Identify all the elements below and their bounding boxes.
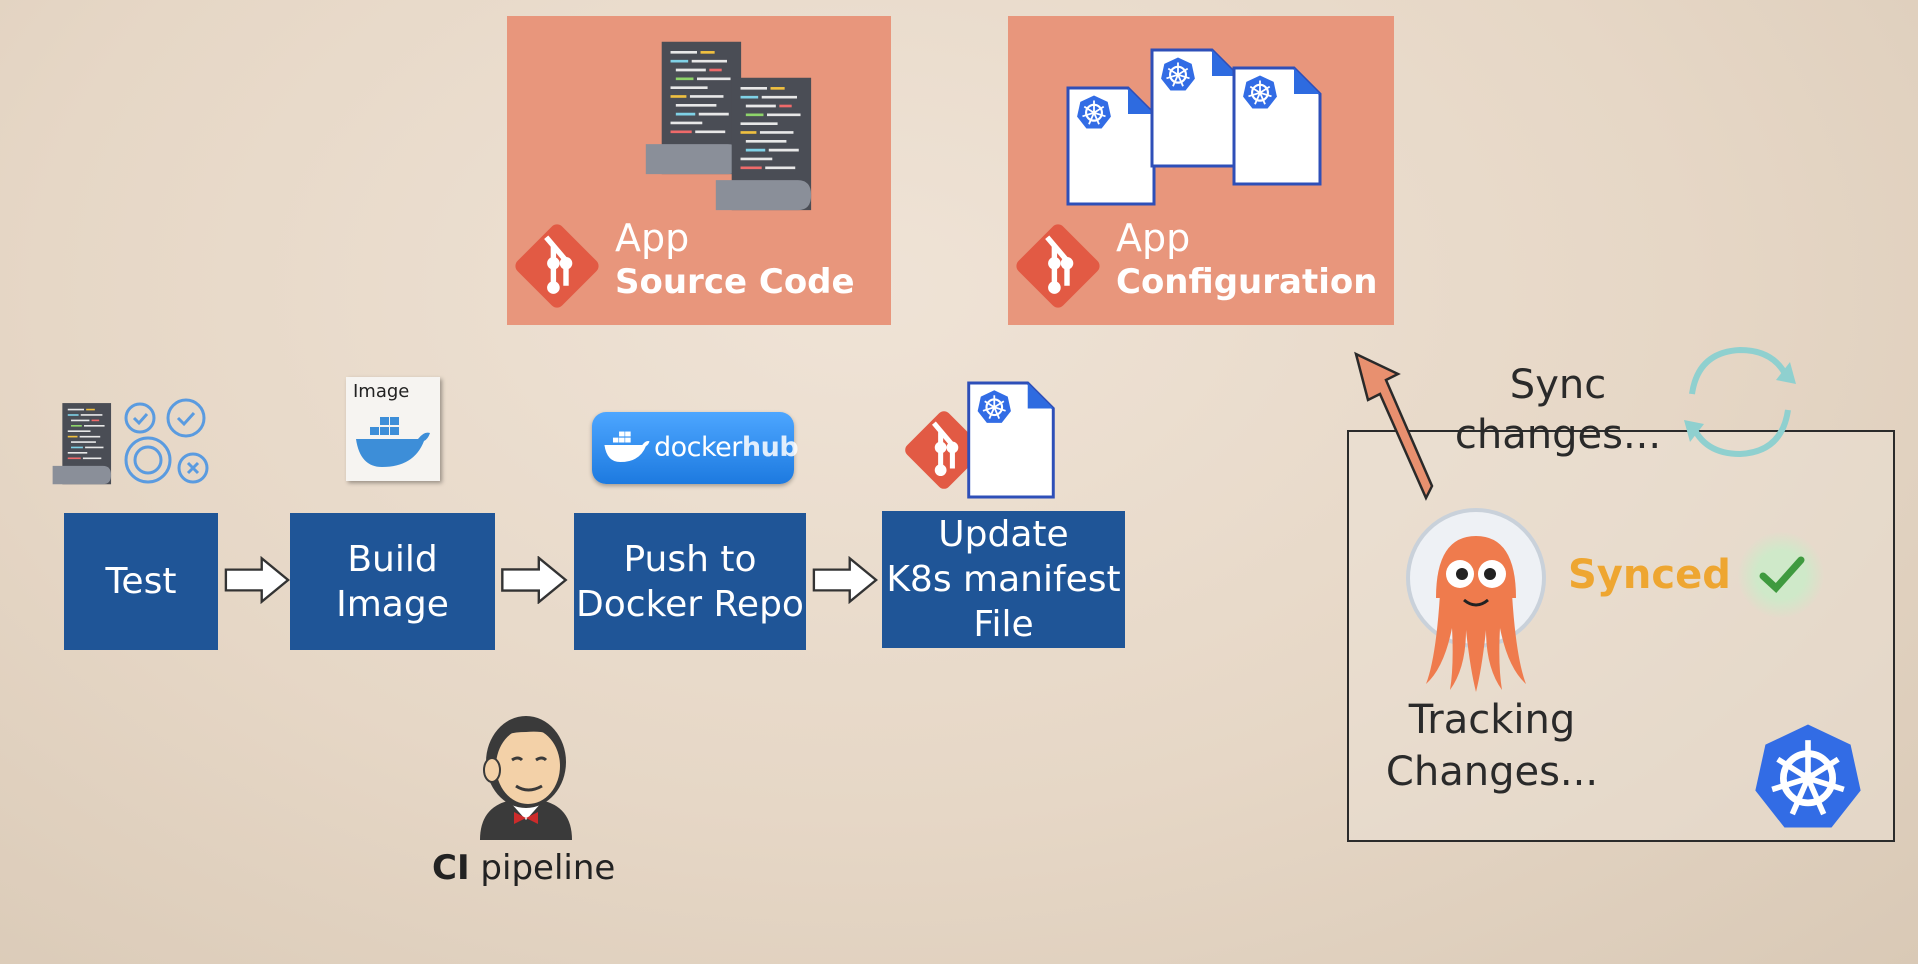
sync-status-text: Synced	[1568, 552, 1731, 598]
repo-title-line1: App	[615, 216, 690, 260]
right-arrow-icon	[812, 557, 878, 603]
argocd-octopus-icon	[1406, 508, 1546, 692]
tracking-changes-label: Tracking Changes...	[1370, 694, 1614, 798]
stage-label-line2: Image	[336, 583, 449, 625]
sync-up-arrow	[1354, 351, 1434, 501]
configuration-title: App Configuration	[1116, 216, 1377, 304]
stage-update-k8s-manifest: Update K8s manifest File	[882, 511, 1125, 648]
kubernetes-icon	[1750, 720, 1866, 832]
docker-whale-icon	[604, 431, 650, 463]
source-code-title: App Source Code	[615, 216, 855, 304]
right-arrow-icon	[224, 557, 290, 603]
stage-label-line1: Test	[105, 561, 177, 602]
sync-changes-label: Sync changes...	[1450, 360, 1666, 460]
code-files-icon	[644, 40, 813, 212]
docker-whale-icon	[356, 417, 430, 467]
stage-label-line3: File	[973, 604, 1034, 645]
repo-title-line1: App	[1116, 216, 1191, 260]
caption-pipeline: pipeline	[469, 848, 616, 888]
dockerhub-logo: dockerhub	[592, 412, 799, 484]
git-icon	[512, 221, 602, 311]
repo-title-line2: Source Code	[615, 262, 855, 302]
synced-check-icon	[1738, 532, 1824, 618]
configuration-repo-card: App Configuration	[1008, 16, 1394, 325]
tracking-line1: Tracking	[1408, 697, 1576, 743]
stage-label-line2: K8s manifest	[886, 559, 1121, 600]
caption-ci: CI	[432, 848, 470, 888]
repo-title-line2: Configuration	[1116, 262, 1378, 302]
stage-label-line2: Docker Repo	[576, 583, 804, 625]
dockerhub-text: dockerhub	[654, 432, 799, 463]
dockerhub-text-hub: hub	[741, 432, 799, 463]
sync-line1: Sync	[1509, 362, 1607, 408]
ci-pipeline-caption: CI pipeline	[432, 848, 615, 888]
k8s-manifest-files-icon	[1066, 48, 1326, 218]
image-label: Image	[353, 381, 410, 402]
test-gears-icon	[51, 398, 209, 486]
source-code-repo-card: App Source Code	[507, 16, 891, 325]
dockerhub-text-docker: docker	[654, 432, 742, 463]
sync-refresh-icon	[1684, 346, 1796, 458]
right-arrow-icon	[501, 556, 567, 604]
docker-image-icon: Image	[346, 377, 440, 481]
k8s-manifest-file-icon	[966, 381, 1056, 499]
stage-test: Test	[64, 513, 218, 650]
stage-build-image: Build Image	[290, 513, 495, 650]
jenkins-icon	[480, 716, 572, 840]
tracking-line2: Changes...	[1385, 749, 1599, 795]
stage-label-line1: Push to	[623, 538, 757, 580]
stage-label-line1: Update	[938, 514, 1069, 555]
sync-line2: changes...	[1454, 412, 1662, 458]
stage-push-docker-repo: Push to Docker Repo	[574, 513, 806, 650]
git-icon	[1013, 221, 1103, 311]
stage-label-line1: Build	[347, 538, 438, 580]
